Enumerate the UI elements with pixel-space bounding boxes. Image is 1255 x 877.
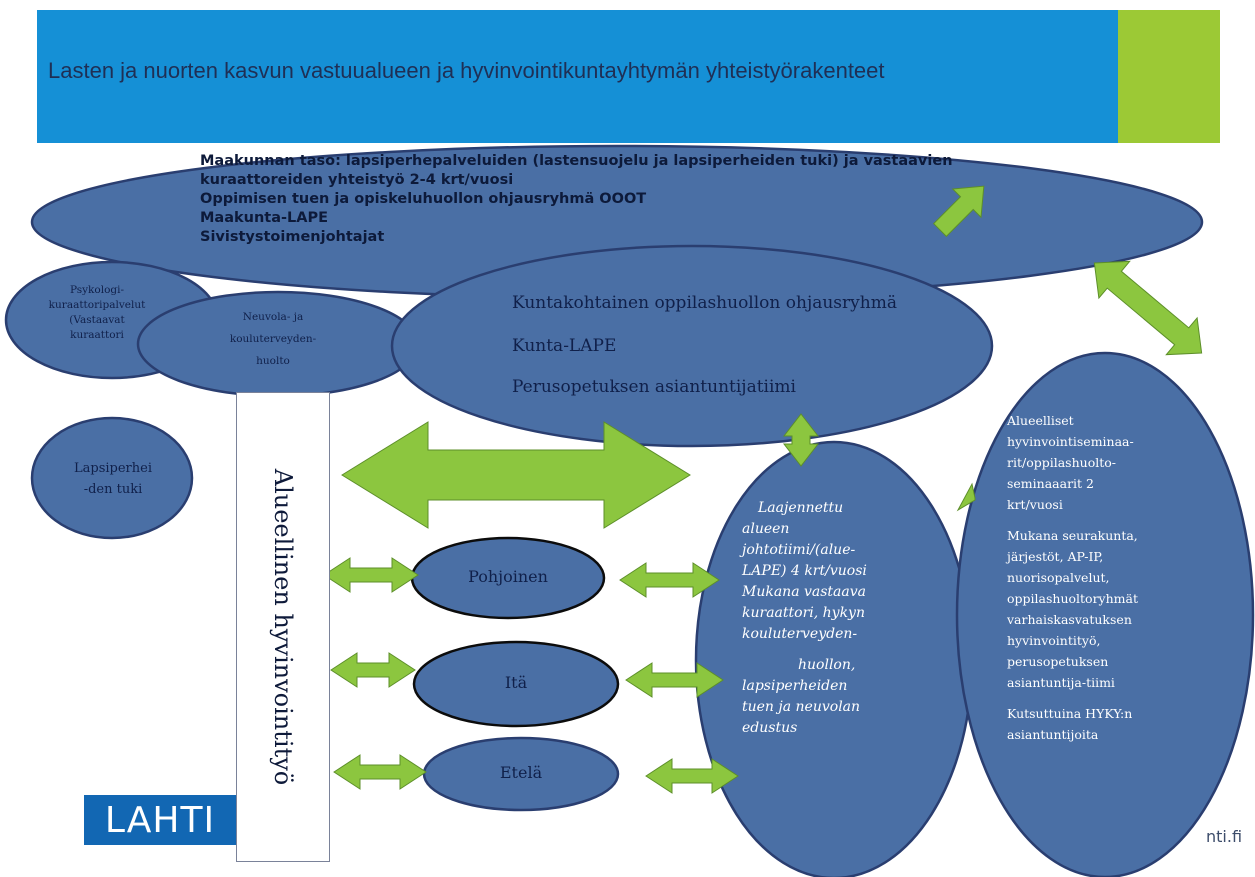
alue-line-1: Alueelliset xyxy=(1007,413,1074,428)
neuvola-line-2: kouluterveyden- xyxy=(229,333,317,345)
psykologi-line-2: kuraattoripalvelut xyxy=(48,299,146,311)
lahti-logo-text: LAHTI xyxy=(104,799,216,841)
region-east-ellipse xyxy=(412,640,620,728)
maakunta-text: Maakunnan taso: lapsiperhepalveluiden (l… xyxy=(200,152,1160,247)
neuvola-line-3: huolto xyxy=(256,355,290,367)
laaj-line-9: lapsiperheiden xyxy=(742,678,848,694)
arrow-diagonal-up xyxy=(932,185,985,238)
psykologi-line-3: (Vastaavat xyxy=(69,314,125,326)
arrow-east-left xyxy=(330,652,416,688)
region-north-label: Pohjoinen xyxy=(468,567,548,586)
maakunta-line-4: Maakunta-LAPE xyxy=(200,210,329,226)
laaj-line-2: alueen xyxy=(742,521,790,537)
laaj-line-1: Laajennettu xyxy=(758,500,844,516)
kunta-line-2: Kunta-LAPE xyxy=(512,336,617,356)
arrow-wedge-alue xyxy=(956,482,976,512)
lapsiperhe-text: Lapsiperhei -den tuki xyxy=(48,458,178,500)
psykologi-line-1: Psykologi- xyxy=(69,284,125,296)
kunta-line-3: Perusopetuksen asiantuntijatiimi xyxy=(512,377,796,397)
laaj-line-7: kouluterveyden- xyxy=(742,626,858,642)
alue-line-13: asiantuntija-tiimi xyxy=(1007,675,1115,690)
lapsiperhe-line-1: Lapsiperhei xyxy=(74,461,152,476)
kunta-ellipse xyxy=(390,244,994,448)
neuvola-text: Neuvola- ja kouluterveyden- huolto xyxy=(198,306,348,372)
alueelliset-ellipse xyxy=(955,351,1255,877)
lapsiperhe-line-2: -den tuki xyxy=(83,482,143,497)
laaj-line-4: LAPE) 4 krt/vuosi xyxy=(742,563,867,579)
region-east-label: Itä xyxy=(504,673,528,692)
alue-line-2: hyvinvointiseminaa- xyxy=(1007,434,1134,449)
maakunta-line-1: Maakunnan taso: lapsiperhepalveluiden (l… xyxy=(200,153,953,169)
arrow-south-left xyxy=(333,754,427,790)
alue-line-7: järjestöt, AP-IP, xyxy=(1007,549,1104,564)
laaj-line-5: Mukana vastaava xyxy=(742,584,867,600)
alue-line-12: perusopetuksen xyxy=(1007,654,1109,669)
alue-line-4: seminaaarit 2 xyxy=(1007,476,1094,491)
arrow-north-right xyxy=(619,562,720,598)
lapsiperhe-ellipse xyxy=(30,416,194,540)
maakunta-line-5: Sivistystoimenjohtajat xyxy=(200,229,385,245)
alue-line-8: nuorisopalvelut, xyxy=(1007,570,1110,585)
laaj-line-8: huollon, xyxy=(798,657,856,673)
url-fragment: nti.fi xyxy=(1206,827,1243,846)
kunta-line-1: Kuntakohtainen oppilashuollon ohjausryhm… xyxy=(512,293,897,313)
laaj-line-11: edustus xyxy=(742,720,798,736)
arrow-kunta-laaj xyxy=(782,413,820,467)
arrow-north-left xyxy=(323,557,419,593)
diagram-title: Lasten ja nuorten kasvun vastuualueen ja… xyxy=(48,58,885,83)
alue-line-3: rit/oppilashuolto- xyxy=(1007,455,1116,470)
laaj-line-3: johtotiimi/(alue- xyxy=(742,542,856,558)
alue-line-5: krt/vuosi xyxy=(1007,497,1063,512)
title-banner-accent xyxy=(1118,10,1220,143)
alue-line-9: oppilashuoltoryhmät xyxy=(1007,591,1138,606)
alueellinen-label-box: Alueellinen hyvinvointityö xyxy=(236,392,330,862)
psykologi-text: Psykologi- kuraattoripalvelut (Vastaavat… xyxy=(22,283,172,343)
big-double-arrow xyxy=(341,421,691,529)
alue-line-6: Mukana seurakunta, xyxy=(1007,528,1138,543)
lahti-logo: LAHTI xyxy=(84,795,236,845)
alue-line-11: hyvinvointityö, xyxy=(1007,633,1101,648)
arrow-south-right xyxy=(645,758,739,794)
alueelliset-text: Alueelliset hyvinvointiseminaa- rit/oppi… xyxy=(1007,410,1222,745)
maakunta-line-2: kuraattoreiden yhteistyö 2-4 krt/vuosi xyxy=(200,172,514,188)
arrow-diagonal-double xyxy=(1093,260,1203,356)
alue-line-10: varhaiskasvatuksen xyxy=(1007,612,1132,627)
arrow-east-right xyxy=(625,662,724,698)
title-banner xyxy=(37,10,1220,143)
alueellinen-label: Alueellinen hyvinvointityö xyxy=(269,468,297,786)
maakunta-line-3: Oppimisen tuen ja opiskeluhuollon ohjaus… xyxy=(200,191,647,207)
laaj-line-6: kuraattori, hykyn xyxy=(742,605,865,621)
region-south-label: Etelä xyxy=(499,763,543,782)
psykologi-line-4: kuraattori xyxy=(70,329,124,341)
region-south-ellipse xyxy=(422,736,620,812)
laajennettu-text: Laajennettu alueen johtotiimi/(alue- LAP… xyxy=(742,498,932,739)
alue-line-15: asiantuntijoita xyxy=(1007,727,1099,742)
neuvola-line-1: Neuvola- ja xyxy=(242,311,304,323)
alue-line-14: Kutsuttuina HYKY:n xyxy=(1007,706,1133,721)
laaj-line-10: tuen ja neuvolan xyxy=(742,699,861,715)
